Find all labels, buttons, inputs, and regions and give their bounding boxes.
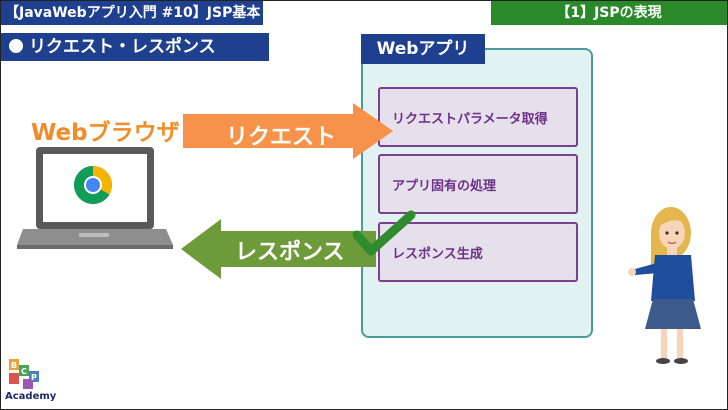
section-title: リクエスト・レスポンス (1, 33, 269, 61)
step-label: アプリ固有の処理 (392, 178, 497, 194)
svg-text:B: B (11, 361, 17, 370)
request-arrow-label: リクエスト (226, 125, 337, 150)
browser-label: Webブラウザ (31, 120, 180, 146)
step-app-processing: アプリ固有の処理 (378, 154, 578, 214)
section-title-text: リクエスト・レスポンス (29, 37, 216, 57)
response-arrow-label: レスポンス (235, 240, 345, 265)
presenter-illustration (628, 207, 701, 364)
step-label: リクエストパラメータ取得 (392, 111, 548, 127)
bullet-dot (9, 39, 23, 53)
svg-text:C: C (21, 367, 27, 376)
academy-logo-text: Academy (5, 391, 57, 402)
webapp-label: Webアプリ (361, 34, 485, 64)
step-response-generate: レスポンス生成 (378, 222, 578, 282)
header-section-title: 【1】JSPの表現 (491, 1, 727, 25)
step-request-params: リクエストパラメータ取得 (378, 87, 578, 147)
chrome-icon (74, 166, 112, 204)
svg-text:P: P (31, 373, 37, 382)
academy-logo: B C P (9, 359, 39, 389)
header-course-title: 【JavaWebアプリ入門 #10】JSP基本 (1, 1, 263, 25)
step-label: レスポンス生成 (392, 246, 483, 262)
laptop-icon (17, 147, 173, 249)
